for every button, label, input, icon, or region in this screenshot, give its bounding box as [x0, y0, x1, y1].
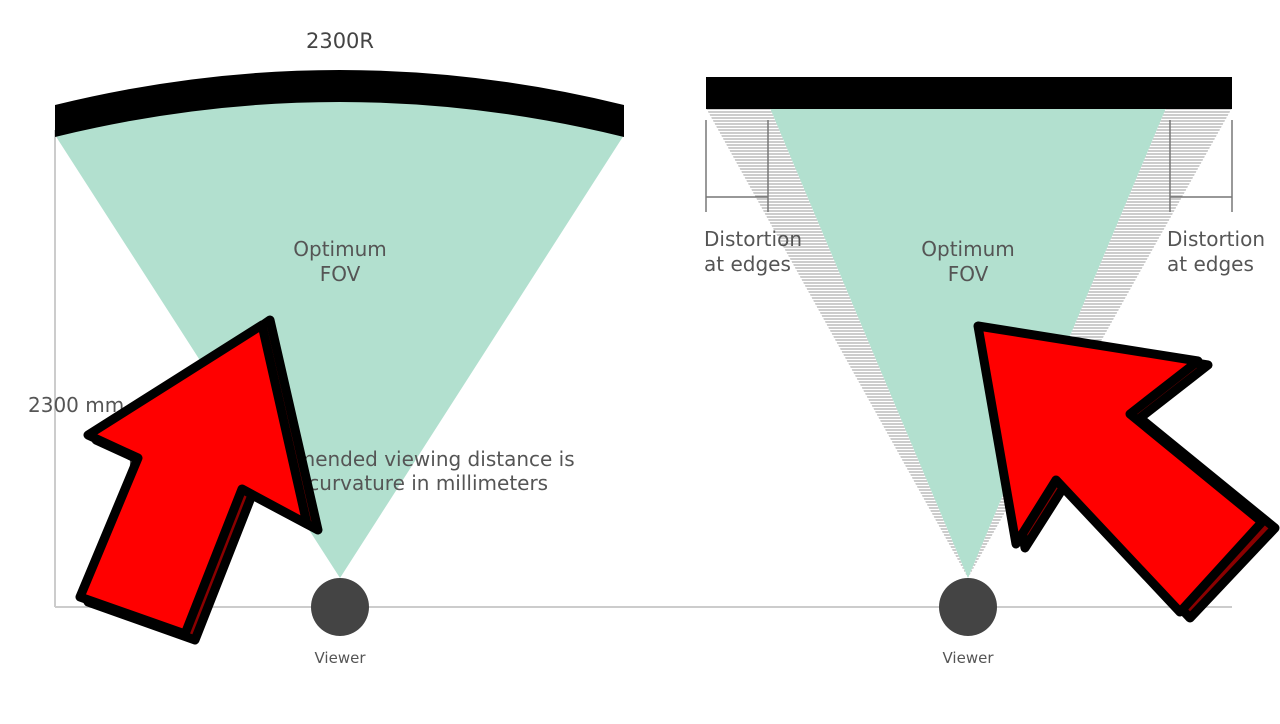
- red-arrow-right-body: [973, 321, 1267, 617]
- right-viewer-dot: [939, 578, 997, 636]
- right-fov-label-line1: Optimum: [921, 237, 1014, 261]
- viewing-distance-label: 2300 mm: [28, 393, 124, 417]
- right-fov-label-line2: FOV: [948, 262, 989, 286]
- left-viewer-label: Viewer: [315, 649, 367, 667]
- distortion-right-label-line1: Distortion: [1167, 227, 1265, 251]
- optimum-fov-wedge-curved: [55, 95, 624, 578]
- distortion-right-label-line2: at edges: [1167, 252, 1254, 276]
- distortion-left-label-line1: Distortion: [704, 227, 802, 251]
- left-fov-label-line2: FOV: [320, 262, 361, 286]
- right-viewer-label: Viewer: [943, 649, 995, 667]
- left-viewer-dot: [311, 578, 369, 636]
- red-arrow-left: [75, 315, 323, 645]
- distortion-left-label-line2: at edges: [704, 252, 791, 276]
- flat-screen: [706, 77, 1232, 109]
- distortion-zone-left: [706, 108, 968, 578]
- optimum-fov-wedge-flat: [770, 108, 1166, 578]
- curvature-label: 2300R: [306, 29, 374, 53]
- curved-screen: [55, 70, 624, 137]
- red-arrow-left-body: [75, 320, 312, 639]
- red-arrow-right: [973, 321, 1280, 623]
- left-fov-label-line1: Optimum: [293, 237, 386, 261]
